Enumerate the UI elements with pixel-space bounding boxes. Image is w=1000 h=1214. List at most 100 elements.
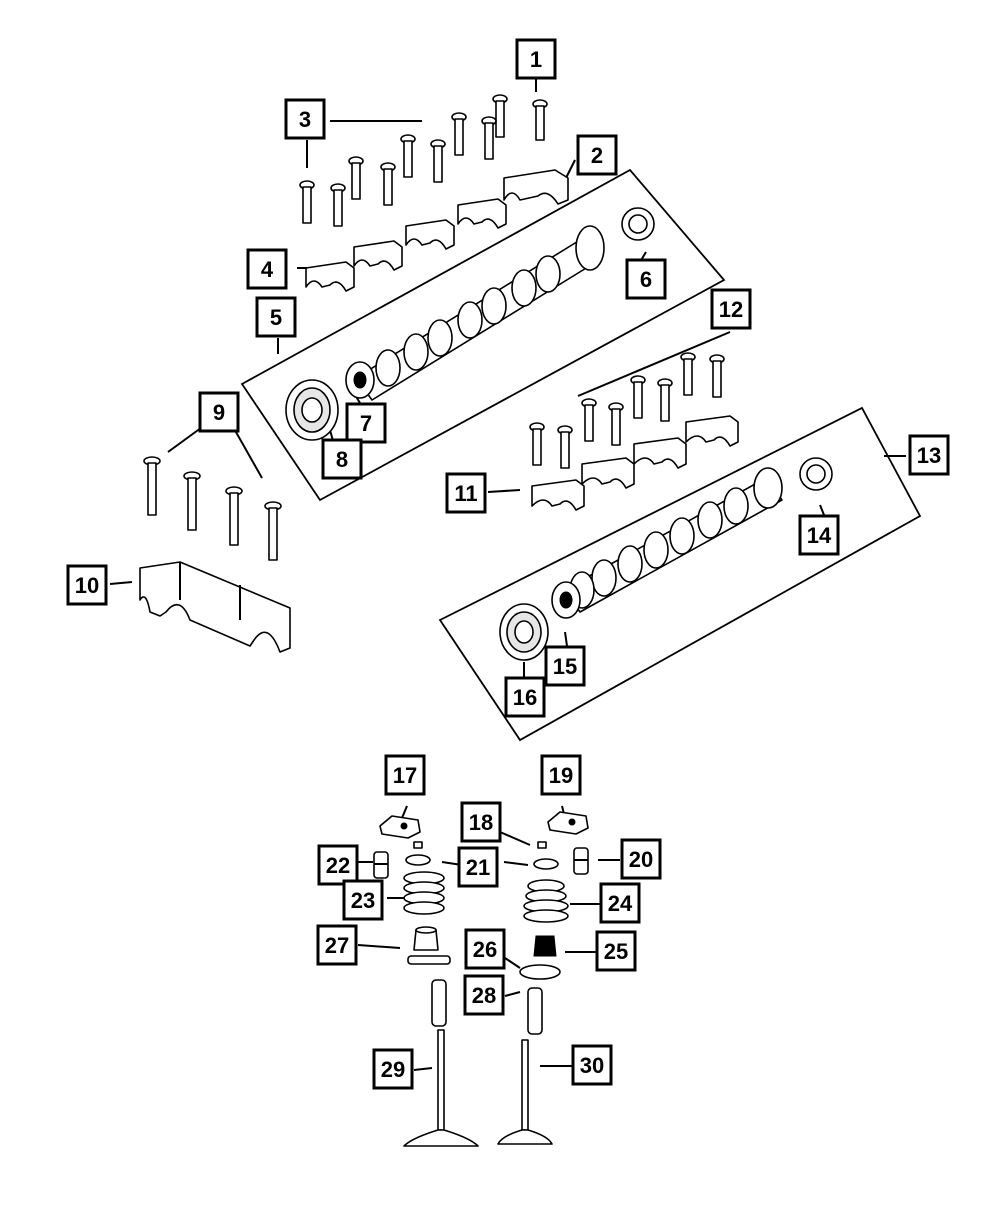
callout-box: [504, 676, 546, 718]
callout-number: 19: [549, 763, 573, 788]
callout-17: 17: [384, 754, 426, 796]
exhaust-cam-seal: [499, 603, 549, 661]
callout-box: [345, 402, 387, 444]
bolt: [657, 378, 673, 422]
callout-number: 26: [473, 937, 497, 962]
valve-stem-seal-right: [533, 935, 557, 957]
valve-guide-left: [431, 979, 447, 1027]
callout-20: 20: [620, 838, 662, 880]
callout-number: 24: [608, 891, 633, 916]
callout-number: 29: [381, 1057, 405, 1082]
callout-number: 3: [299, 107, 311, 132]
callout-box: [576, 134, 618, 176]
bolt: [225, 486, 243, 546]
callout-number: 28: [472, 983, 496, 1008]
bolt: [608, 402, 624, 446]
callout-number: 22: [326, 853, 350, 878]
cam-lobes: [569, 467, 783, 609]
valve-guide-right: [527, 987, 543, 1035]
bolt: [400, 134, 416, 178]
callout-14: 14: [798, 514, 840, 556]
spring-retainer-left: [405, 854, 431, 866]
bolt: [430, 139, 446, 183]
callout-13: 13: [908, 434, 950, 476]
callout-box: [321, 438, 363, 480]
callout-24: 24: [599, 882, 641, 924]
camshaft-cap: [405, 219, 455, 250]
callout-box: [342, 879, 384, 921]
lash-adjuster-left: [373, 851, 389, 879]
callout-box: [198, 391, 240, 433]
exhaust-camshaft-group-frame: [438, 406, 922, 742]
callout-6: 6: [625, 258, 667, 300]
bolt: [557, 425, 573, 469]
camshaft-cap: [353, 240, 403, 271]
callout-box: [464, 928, 506, 970]
callout-19: 19: [540, 754, 582, 796]
callout-number: 9: [213, 400, 225, 425]
callout-4: 4: [246, 248, 288, 290]
callout-number: 5: [270, 305, 282, 330]
bolt: [529, 422, 545, 466]
callout-number: 17: [393, 763, 417, 788]
callout-number: 18: [469, 810, 493, 835]
intake-cam-seal: [285, 379, 339, 441]
bolt: [348, 156, 364, 200]
bolt: [581, 398, 597, 442]
camshaft-cap: [305, 261, 355, 292]
callout-box: [316, 924, 358, 966]
bolt: [709, 354, 725, 398]
callout-box: [571, 1044, 613, 1086]
callout-box: [460, 801, 502, 843]
callout-box: [284, 98, 326, 140]
bearing-cap-bolts-left: [143, 456, 282, 561]
cam-lobes: [375, 225, 605, 387]
callout-28: 28: [463, 974, 505, 1016]
bolt: [492, 94, 508, 138]
camshaft-cap: [503, 169, 569, 205]
valve-spring-right: [523, 879, 569, 923]
callout-16: 16: [504, 676, 546, 718]
callout-26: 26: [464, 928, 506, 970]
intake-tone-wheel: [621, 207, 655, 241]
callout-box: [620, 838, 662, 880]
rocker-arm-right: [547, 811, 589, 835]
callout-number: 6: [640, 267, 652, 292]
callout-box: [625, 258, 667, 300]
callout-number: 14: [807, 523, 832, 548]
valve-spring-left: [403, 871, 445, 915]
callout-15: 15: [544, 645, 586, 687]
callout-number: 20: [629, 847, 653, 872]
bolt: [680, 352, 696, 396]
intake-valve: [403, 1029, 479, 1147]
rocker-arm-left: [379, 815, 421, 839]
callout-box: [595, 930, 637, 972]
callout-number: 2: [591, 143, 603, 168]
callout-box: [66, 564, 108, 606]
callout-number: 30: [580, 1053, 604, 1078]
camshaft-cap-bolts-upper: [299, 94, 548, 227]
callout-box: [246, 248, 288, 290]
camshaft-caps-lower: [531, 415, 739, 511]
intake-camshaft-group-frame: [240, 168, 726, 502]
callout-number: 4: [261, 257, 274, 282]
callout-number: 7: [360, 411, 372, 436]
callout-29: 29: [372, 1048, 414, 1090]
front-bearing-cap: [139, 561, 291, 653]
callout-11: 11: [445, 472, 487, 514]
callout-box: [445, 472, 487, 514]
bolt: [630, 375, 646, 419]
exhaust-camshaft: [551, 467, 783, 619]
callout-number: 21: [466, 855, 490, 880]
callout-number: 25: [604, 939, 628, 964]
bolt: [299, 180, 315, 224]
callout-18: 18: [460, 801, 502, 843]
bolt: [264, 501, 282, 561]
callout-box: [710, 288, 752, 330]
callout-number: 12: [719, 297, 743, 322]
callout-number: 8: [336, 447, 348, 472]
camshaft-caps-upper: [305, 169, 569, 292]
bolt: [143, 456, 161, 516]
